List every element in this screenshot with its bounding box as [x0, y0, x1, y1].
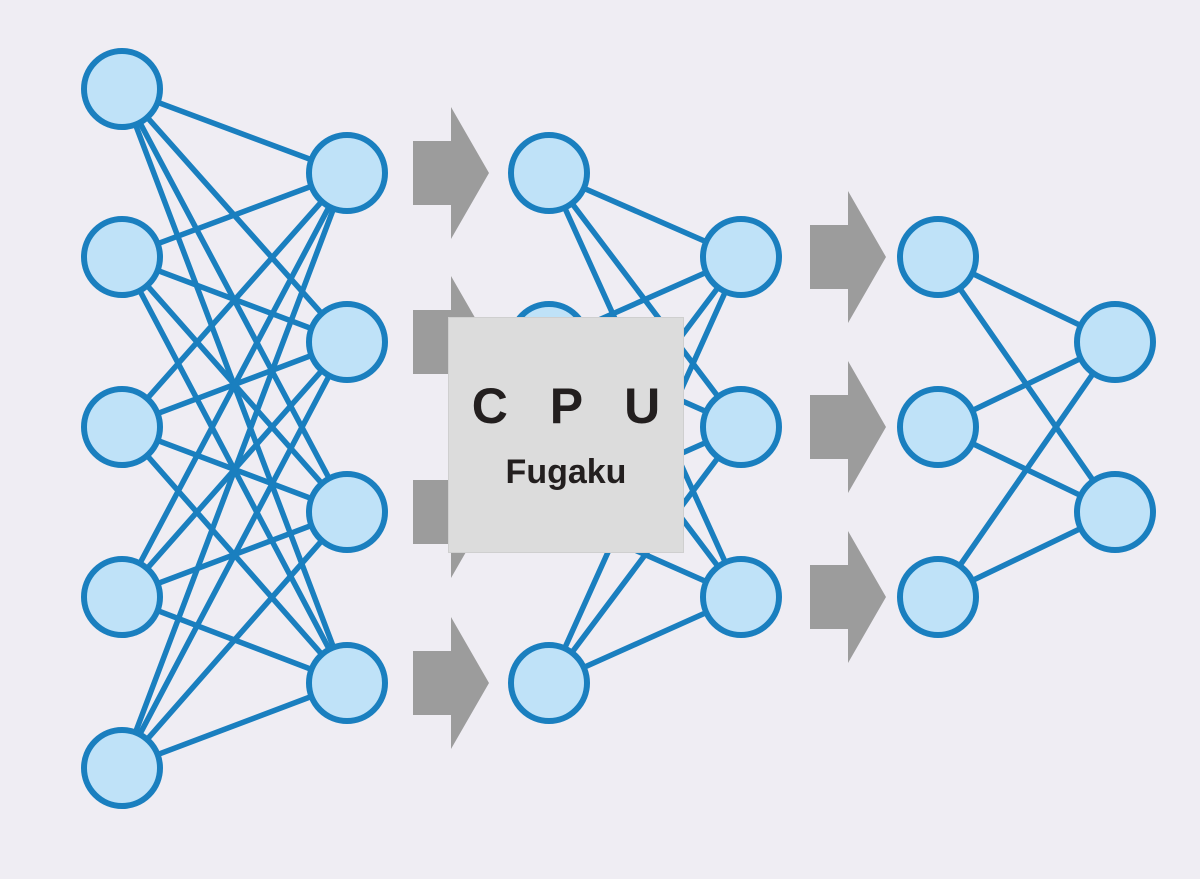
cpu-sublabel: Fugaku: [505, 453, 627, 491]
arrow-icon: [810, 191, 886, 323]
arrow-icon: [810, 531, 886, 663]
neuron-node: [700, 386, 782, 468]
cpu-label: C P U: [471, 378, 675, 434]
neuron-node: [81, 216, 163, 298]
neuron-node: [1074, 301, 1156, 383]
connection-line: [119, 170, 350, 430]
neuron-node: [897, 216, 979, 298]
neuron-node: [700, 556, 782, 638]
neuron-node: [897, 556, 979, 638]
neuron-node: [306, 132, 388, 214]
connection-line: [119, 339, 350, 771]
neuron-node: [306, 301, 388, 383]
connection-line: [119, 509, 350, 771]
neuron-node: [81, 48, 163, 130]
neuron-node: [306, 471, 388, 553]
neurons: [81, 48, 1156, 809]
arrow-icon: [413, 617, 489, 749]
neuron-node: [897, 386, 979, 468]
neuron-node: [81, 727, 163, 809]
neuron-node: [1074, 471, 1156, 553]
cpu-box: C P U Fugaku: [449, 318, 683, 552]
neuron-node: [306, 642, 388, 724]
arrow-icon: [413, 107, 489, 239]
connection-line: [546, 424, 744, 686]
connection-line: [119, 170, 350, 771]
arrow-icon: [810, 361, 886, 493]
neuron-node: [508, 132, 590, 214]
neuron-node: [700, 216, 782, 298]
connection-line: [935, 339, 1118, 600]
neuron-node: [81, 556, 163, 638]
neuron-node: [81, 386, 163, 468]
neuron-node: [508, 642, 590, 724]
connection-line: [119, 170, 350, 600]
